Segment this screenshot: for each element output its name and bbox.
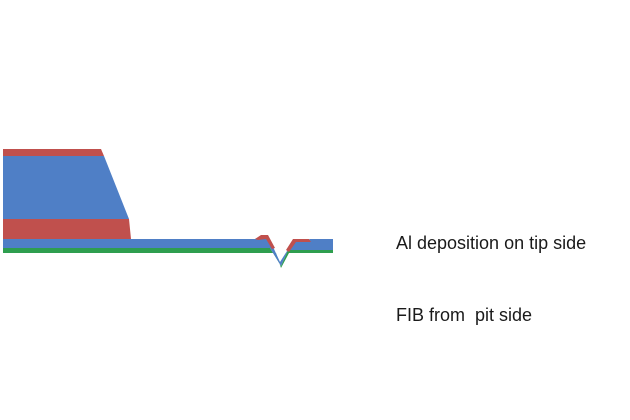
caption-line-1: Al deposition on tip side [396, 233, 587, 253]
caption-line-2: FIB from pit side [396, 305, 533, 325]
red-coating-pit-right [286, 239, 311, 252]
red-lower-layer [3, 219, 131, 239]
red-top-layer [3, 149, 104, 156]
diagram-caption: Al deposition on tip side FIB from pit s… [396, 183, 586, 375]
blue-membrane-layer [3, 236, 333, 266]
blue-tip-block [3, 156, 129, 219]
green-base-layer [3, 248, 333, 268]
red-coating-pit-left [255, 235, 275, 249]
